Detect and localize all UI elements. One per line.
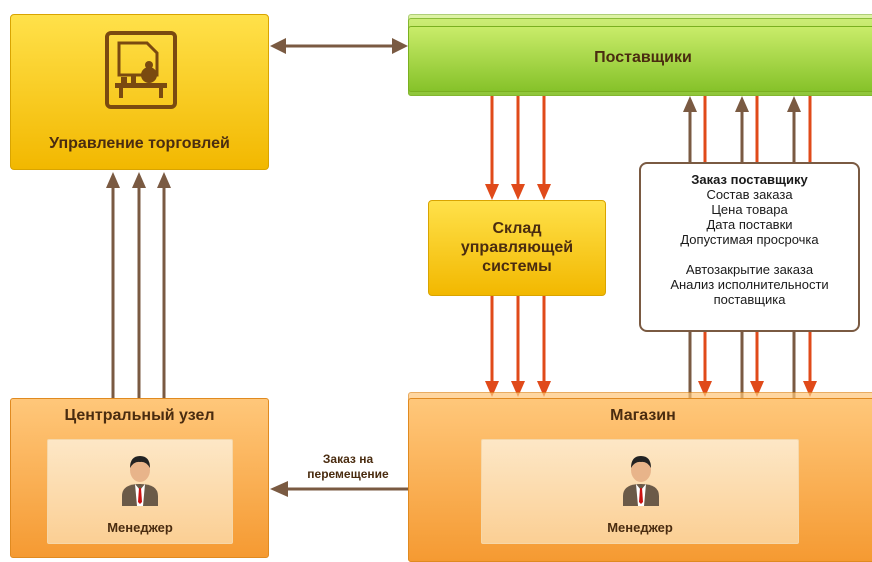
edge-label-line: перемещение [307, 467, 389, 481]
store-manager-card: Менеджер [481, 439, 799, 544]
warehouse-node: Склад управляющей системы [428, 200, 606, 296]
warehouse-to-store-arrows [485, 296, 551, 397]
warehouse-label: Склад управляющей системы [429, 219, 605, 276]
callout-line: Дата поставки [706, 217, 793, 232]
store-node: Магазин Менеджер [408, 398, 872, 562]
flow-arrows [106, 38, 817, 497]
trade-management-label: Управление торговлей [49, 135, 230, 152]
supplier-order-callout: Заказ поставщику Состав заказа Цена това… [639, 162, 860, 332]
store-to-central-arrow [270, 481, 408, 497]
callout-title: Заказ поставщику [691, 172, 808, 187]
central-node-label: Центральный узел [64, 407, 215, 424]
warehouse-line: системы [482, 258, 552, 275]
warehouse-line: Склад [492, 220, 542, 237]
callout-line: Анализ исполнительности [670, 277, 829, 292]
callout-line: Допустимая просрочка [680, 232, 819, 247]
suppliers-to-warehouse-arrows [485, 96, 551, 200]
central-manager-label: Менеджер [107, 520, 173, 535]
central-manager-card: Менеджер [47, 439, 233, 544]
callout-line: Цена товара [711, 202, 788, 217]
central-node: Центральный узел Менеджер [10, 398, 269, 558]
callout-line: Автозакрытие заказа [685, 262, 814, 277]
transfer-order-label: Заказ на перемещение [290, 452, 406, 482]
store-manager-label: Менеджер [607, 520, 673, 535]
trade-management-node: Управление торговлей [10, 14, 269, 170]
manager-avatar-icon [118, 452, 162, 511]
manager-avatar-icon [619, 452, 663, 511]
trade-icon [105, 31, 177, 109]
callout-line [641, 247, 858, 262]
callout-line: поставщика [713, 292, 786, 307]
warehouse-line: управляющей [460, 239, 574, 256]
suppliers-node: Поставщики [408, 26, 872, 92]
store-label: Магазин [610, 407, 676, 424]
edge-label-line: Заказ на [322, 452, 374, 466]
callout-line: Состав заказа [706, 187, 793, 202]
trade-suppliers-arrow [270, 38, 408, 54]
suppliers-label: Поставщики [594, 49, 692, 66]
central-to-trade-arrows [106, 172, 171, 398]
